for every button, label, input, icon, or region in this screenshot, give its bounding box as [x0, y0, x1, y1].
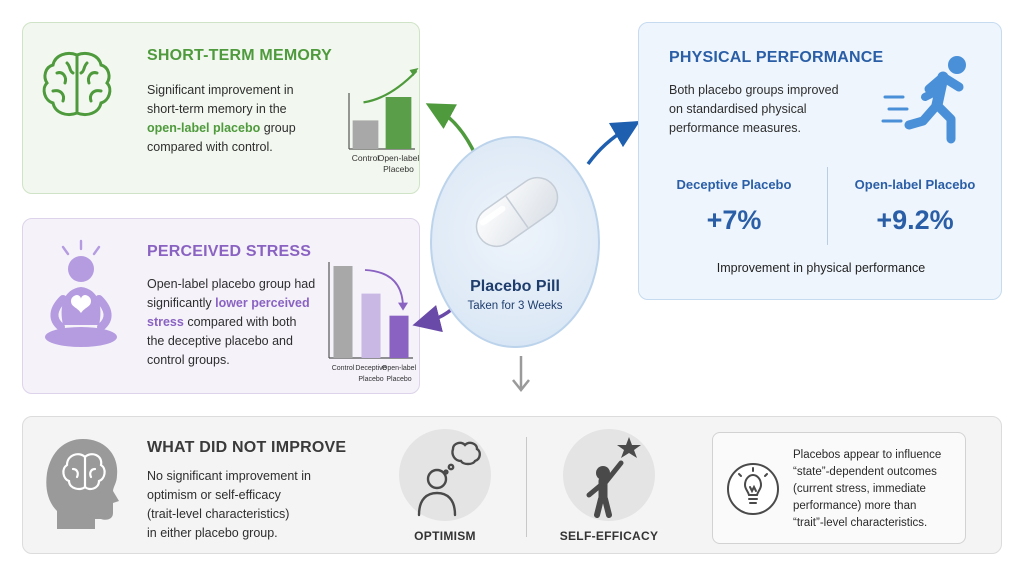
insight-note-box: Placebos appear to influence “state”-dep…	[712, 432, 966, 544]
stress-highlight-1: lower perceived	[215, 296, 310, 310]
running-person-icon	[881, 56, 966, 144]
openlabel-placebo-value: +9.2%	[876, 205, 954, 235]
brain-icon	[42, 51, 112, 117]
stress-trend-arrowhead	[398, 302, 408, 311]
deceptive-placebo-value: +7%	[706, 205, 762, 235]
placebo-pill-circle: Placebo Pill Taken for 3 Weeks	[430, 136, 600, 348]
chart-tick-label: Placebo	[386, 376, 411, 383]
stm-trend-arrowhead	[409, 68, 419, 76]
phys-divider	[827, 167, 828, 245]
chart-tick-label: Open-label	[382, 365, 417, 372]
phys-title: PHYSICAL PERFORMANCE	[669, 49, 884, 66]
chart-bar	[361, 293, 381, 358]
note-line-4: performance) more than	[793, 500, 917, 512]
stm-text-4: compared with control.	[147, 140, 273, 154]
pill-icon	[475, 176, 559, 248]
stm-highlight: open-label placebo	[147, 121, 261, 135]
phys-text-2: on standardised physical	[669, 102, 807, 116]
center-title: Placebo Pill	[470, 278, 560, 295]
stm-text-3: group	[260, 121, 296, 135]
not-improve-text-4: in either placebo group.	[147, 526, 278, 540]
chart-tick-label: Control	[332, 365, 355, 372]
self-efficacy-label: SELF-EFFICACY	[559, 529, 659, 543]
stress-title: PERCEIVED STRESS	[147, 243, 312, 260]
lightbulb-icon	[727, 463, 779, 515]
meditation-icon	[45, 239, 117, 347]
stm-text-2: short-term memory in the	[147, 102, 287, 116]
phys-caption: Improvement in physical performance	[716, 261, 926, 275]
openlabel-placebo-label: Open-label Placebo	[854, 177, 976, 192]
bottom-divider	[526, 437, 527, 537]
short-term-memory-card: SHORT-TERM MEMORY Significant improvemen…	[22, 22, 420, 194]
chart-tick-label: Control	[352, 153, 380, 163]
stm-trend-arrow	[363, 70, 418, 104]
chart-tick-label: Deceptive	[355, 365, 386, 372]
note-line-5: “trait”-level characteristics.	[793, 517, 928, 529]
optimism-label: OPTIMISM	[414, 529, 476, 543]
not-improve-text-3: (trait-level characteristics)	[147, 507, 290, 521]
phys-text-3: performance measures.	[669, 121, 802, 135]
stress-text-5: control groups.	[147, 353, 230, 367]
not-improve-text-2: optimism or self-efficacy	[147, 488, 281, 502]
stm-text-1: Significant improvement in	[147, 83, 294, 97]
head-brain-icon	[46, 439, 119, 529]
chart-bar	[352, 120, 379, 149]
stress-text-4: the deceptive placebo and	[147, 334, 293, 348]
self-efficacy-circle	[563, 429, 655, 521]
stress-trend-arrow	[364, 269, 404, 308]
thinking-person-icon	[417, 441, 481, 517]
note-line-3: (current stress, immediate	[793, 483, 926, 495]
chart-bar	[385, 97, 412, 149]
chart-bar	[389, 315, 409, 358]
arrow-to-performance	[586, 120, 641, 166]
reaching-star-icon	[586, 437, 641, 518]
physical-performance-card: PHYSICAL PERFORMANCE Both placebo groups…	[638, 22, 1002, 300]
chart-tick-label: Open-label	[378, 153, 419, 163]
center-subtitle: Taken for 3 Weeks	[467, 300, 563, 312]
stress-text-2a: significantly	[147, 296, 216, 310]
stress-highlight-2: stress	[147, 315, 184, 329]
chart-tick-label: Placebo	[358, 376, 383, 383]
arrow-down-icon	[512, 356, 530, 393]
chart-tick-label: Placebo	[383, 164, 414, 174]
stress-text-3: compared with both	[183, 315, 297, 329]
note-line-2: “state”-dependent outcomes	[793, 466, 937, 478]
phys-text-1: Both placebo groups improved	[669, 83, 839, 97]
chart-bar	[333, 266, 353, 358]
optimism-circle	[399, 429, 491, 521]
stress-text-1: Open-label placebo group had	[147, 277, 316, 291]
deceptive-placebo-label: Deceptive Placebo	[676, 177, 792, 192]
not-improve-title: WHAT DID NOT IMPROVE	[147, 439, 347, 456]
not-improve-text-1: No significant improvement in	[147, 469, 311, 483]
stm-title: SHORT-TERM MEMORY	[147, 47, 333, 64]
note-line-1: Placebos appear to influence	[793, 449, 942, 461]
arrow-to-memory	[425, 103, 478, 157]
